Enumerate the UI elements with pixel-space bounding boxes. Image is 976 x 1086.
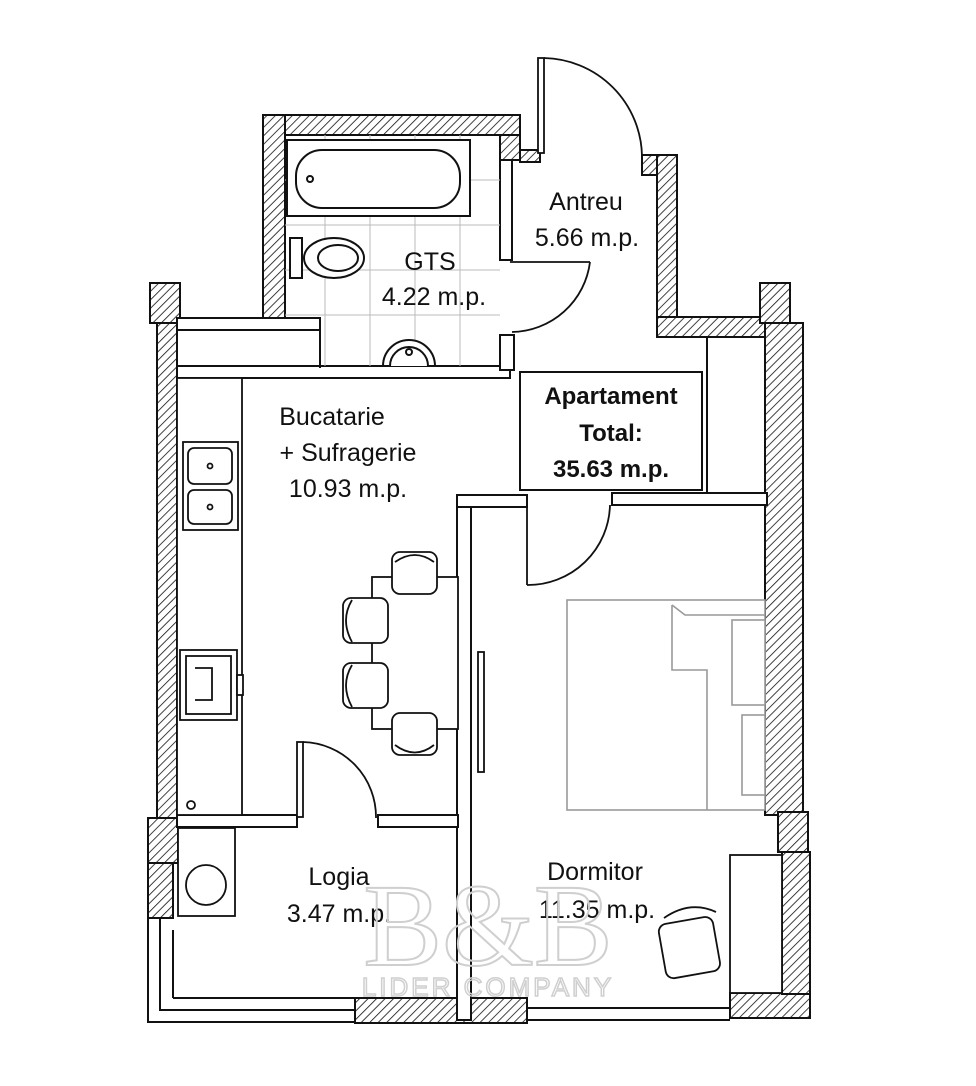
- total-line1: Apartament: [544, 383, 677, 410]
- watermark-company: LIDER COMPANY: [362, 972, 614, 1002]
- chair-icon: [391, 712, 438, 756]
- bucatarie-area: 10.93 m.p.: [289, 475, 407, 503]
- dormitor-area: 11.35 m.p.: [539, 896, 655, 924]
- washing-machine-icon: [177, 827, 236, 917]
- chair-icon: [342, 662, 389, 709]
- total-area: 35.63 m.p.: [553, 456, 669, 483]
- watermark: B&B LIDER COMPANY: [361, 859, 614, 1003]
- stove-icon: [179, 649, 244, 721]
- washbasin-icon: [381, 339, 437, 367]
- sink-icon: [182, 441, 239, 531]
- antreu-name: Antreu: [549, 188, 623, 216]
- chair-icon: [391, 551, 438, 595]
- watermark-logo: B&B: [363, 860, 612, 991]
- interior-walls: [176, 159, 768, 1021]
- bed-icon: [566, 599, 766, 811]
- chair-icon: [342, 597, 389, 644]
- bucatarie-name-line1: Bucatarie: [279, 403, 385, 431]
- room-labels: GTS 4.22 m.p. Antreu 5.66 m.p. Bucatarie…: [279, 188, 655, 928]
- gts-area: 4.22 m.p.: [382, 283, 486, 311]
- chairs: [342, 551, 438, 756]
- armchair-icon: [657, 906, 721, 980]
- antreu-area: 5.66 m.p.: [535, 224, 639, 252]
- logia-area: 3.47 m.p.: [287, 900, 391, 928]
- desk-icon: [729, 854, 783, 994]
- fridge-outlet-icon: [186, 800, 196, 810]
- bathtub-icon: [286, 139, 471, 217]
- logia-name: Logia: [308, 863, 369, 891]
- outlines: [147, 318, 730, 1023]
- toilet-icon: [289, 237, 365, 279]
- dormitor-name: Dormitor: [547, 858, 643, 886]
- total-line2: Total:: [579, 420, 643, 447]
- bucatarie-name-line2: + Sufragerie: [280, 439, 417, 467]
- structural-walls: [147, 114, 811, 1024]
- doors: [296, 57, 643, 819]
- total-box: Apartament Total: 35.63 m.p.: [519, 371, 703, 491]
- gts-name: GTS: [404, 248, 455, 276]
